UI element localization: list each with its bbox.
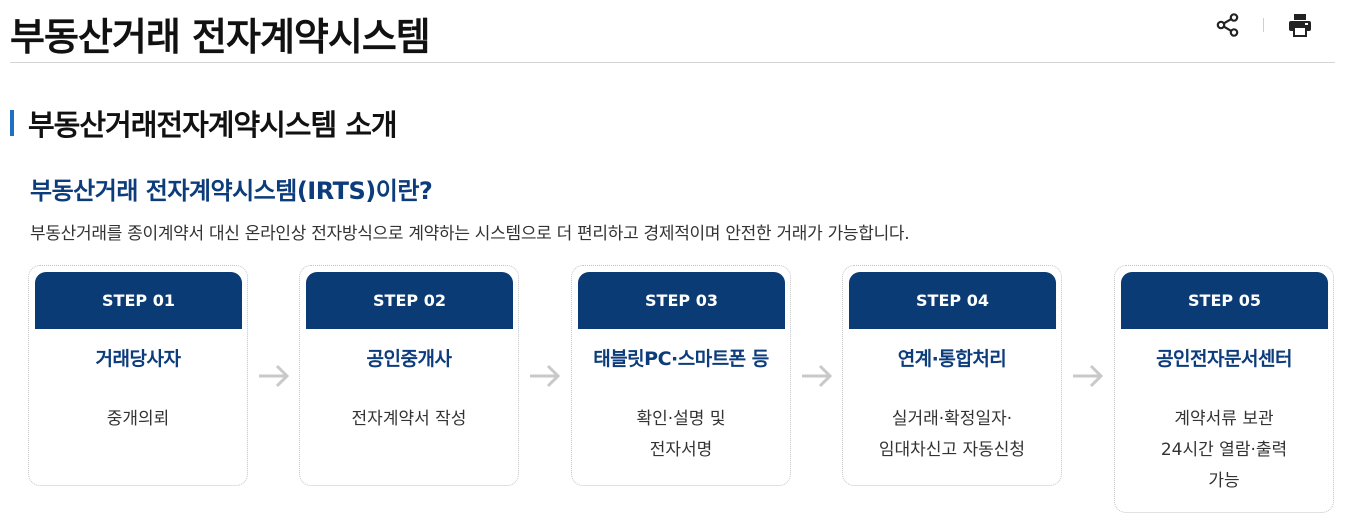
step-desc-line: 중개의뢰 xyxy=(106,409,170,429)
section-title-text: 부동산거래전자계약시스템 소개 xyxy=(28,108,398,142)
step-label: STEP 05 xyxy=(1121,272,1328,329)
step-desc: 전자계약서 작성 xyxy=(300,404,518,435)
step-desc-line: 계약서류 보관 xyxy=(1174,409,1274,429)
print-icon xyxy=(1289,14,1311,37)
step-desc: 실거래·확정일자· 임대차신고 자동신청 xyxy=(843,404,1061,466)
step-desc: 확인·설명 및 전자서명 xyxy=(572,404,790,466)
step-name: 태블릿PC·스마트폰 등 xyxy=(593,348,769,370)
step-desc-line: 24시간 열람·출력 xyxy=(1160,440,1288,460)
page-title: 부동산거래 전자계약시스템 xyxy=(10,15,431,59)
step-card-4: STEP 04 연계·통합처리 실거래·확정일자· 임대차신고 자동신청 xyxy=(842,265,1062,486)
step-desc-line: 임대차신고 자동신청 xyxy=(878,440,1026,460)
step-desc: 중개의뢰 xyxy=(29,404,247,435)
step-card-5: STEP 05 공인전자문서센터 계약서류 보관 24시간 열람·출력 가능 xyxy=(1114,265,1334,513)
share-button[interactable] xyxy=(1213,10,1243,40)
arrow-right-icon xyxy=(530,364,561,388)
arrow-right-icon xyxy=(259,364,290,388)
step-card-1: STEP 01 거래당사자 중개의뢰 xyxy=(28,265,248,486)
tool-divider xyxy=(1263,18,1264,32)
step-desc-line: 확인·설명 및 xyxy=(636,409,726,429)
page-header: 부동산거래 전자계약시스템 xyxy=(10,0,1335,63)
step-label: STEP 04 xyxy=(849,272,1056,329)
section-title-bar xyxy=(10,110,14,136)
step-desc-line: 실거래·확정일자· xyxy=(891,409,1013,429)
header-tools xyxy=(1213,10,1315,40)
intro-subtitle: 부동산거래 전자계약시스템(IRTS)이란? xyxy=(30,177,433,205)
step-name: 거래당사자 xyxy=(95,348,181,370)
step-desc-line: 전자계약서 작성 xyxy=(351,409,467,429)
step-label: STEP 03 xyxy=(578,272,785,329)
step-name: 공인전자문서센터 xyxy=(1156,348,1292,370)
intro-description: 부동산거래를 종이계약서 대신 온라인상 전자방식으로 계약하는 시스템으로 더… xyxy=(30,224,910,244)
share-icon xyxy=(1216,13,1239,37)
step-card-2: STEP 02 공인중개사 전자계약서 작성 xyxy=(299,265,519,486)
step-name: 연계·통합처리 xyxy=(897,348,1007,370)
step-card-3: STEP 03 태블릿PC·스마트폰 등 확인·설명 및 전자서명 xyxy=(571,265,791,486)
step-label: STEP 01 xyxy=(35,272,242,329)
section-title: 부동산거래전자계약시스템 소개 xyxy=(10,106,398,142)
print-button[interactable] xyxy=(1285,10,1315,40)
arrow-right-icon xyxy=(1073,364,1104,388)
step-label: STEP 02 xyxy=(306,272,513,329)
step-desc-line: 전자서명 xyxy=(649,440,713,460)
step-name: 공인중개사 xyxy=(366,348,452,370)
arrow-right-icon xyxy=(802,364,833,388)
step-desc-line: 가능 xyxy=(1208,471,1240,491)
step-desc: 계약서류 보관 24시간 열람·출력 가능 xyxy=(1115,404,1333,497)
